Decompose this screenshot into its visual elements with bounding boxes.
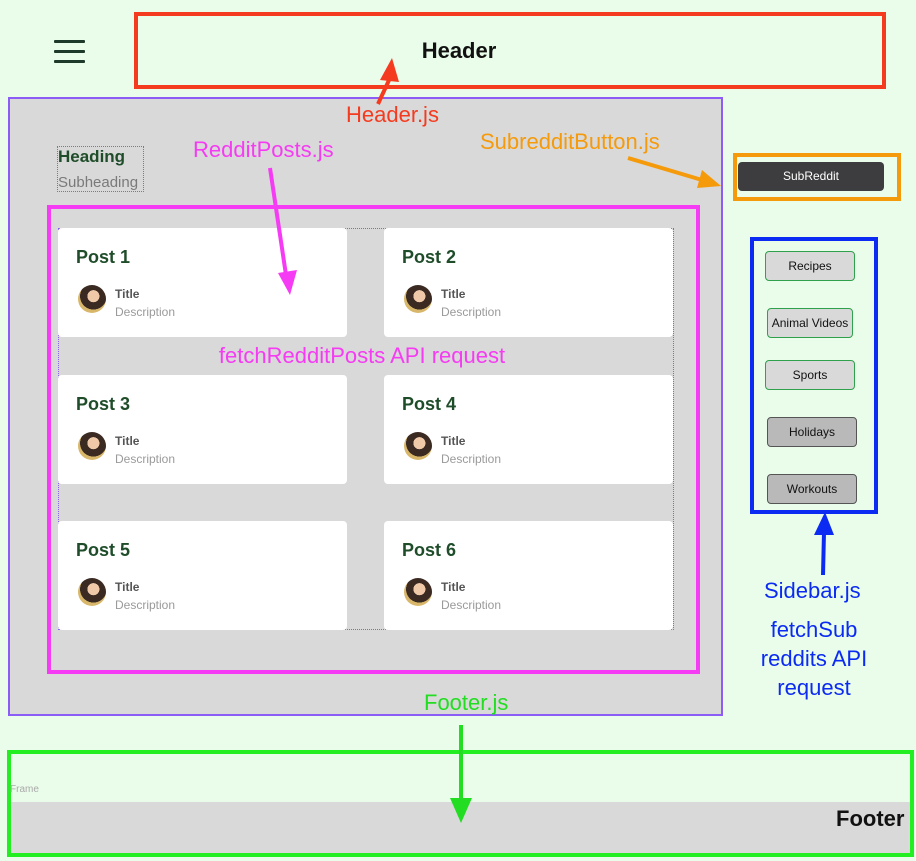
sidebar-item-sports[interactable]: Sports <box>765 360 855 390</box>
post-card[interactable]: Post 6 Title Description <box>384 521 673 630</box>
post-item-description: Description <box>441 598 502 612</box>
user-avatar-icon <box>78 285 106 313</box>
user-avatar-icon <box>78 578 106 606</box>
post-item-title: Title <box>115 580 140 594</box>
post-item-title: Title <box>115 287 140 301</box>
frame-label: Frame <box>10 784 39 795</box>
post-title: Post 2 <box>402 247 457 267</box>
post-card[interactable]: Post 1 Title Description <box>58 228 347 337</box>
user-avatar-icon <box>404 432 432 460</box>
heading-selection-box <box>57 146 144 192</box>
post-item-description: Description <box>115 452 176 466</box>
sidebar-arrow <box>814 512 834 576</box>
subreddit-button-arrow <box>627 156 721 188</box>
sidebar-item-animal-videos[interactable]: Animal Videos <box>767 308 853 338</box>
post-title: Post 4 <box>402 394 457 414</box>
sidebar-item-recipes[interactable]: Recipes <box>765 251 855 281</box>
subreddit-button-annotation-box <box>733 153 901 201</box>
fetch-reddit-posts-note: fetchRedditPosts API request <box>218 343 506 368</box>
post-card[interactable]: Post 3 Title Description <box>58 375 347 484</box>
subreddit-button-component-note: SubredditButton.js <box>480 129 660 154</box>
reddit-posts-component-note: RedditPosts.js <box>193 137 334 162</box>
sidebar-annotation-box <box>750 237 878 514</box>
user-avatar-icon <box>404 285 432 313</box>
header-label: Header <box>421 38 497 63</box>
post-item-title: Title <box>441 287 466 301</box>
post-item-description: Description <box>441 452 502 466</box>
user-avatar-icon <box>404 578 432 606</box>
post-card[interactable]: Post 5 Title Description <box>58 521 347 630</box>
fetch-subreddits-note: fetchSub reddits API request <box>760 617 868 700</box>
page-subheading: Subheading <box>58 174 139 191</box>
post-title: Post 3 <box>76 394 131 414</box>
header-annotation-box <box>134 12 886 89</box>
post-item-title: Title <box>441 580 466 594</box>
post-item-title: Title <box>441 434 466 448</box>
sidebar-item-holidays[interactable]: Holidays <box>767 417 857 447</box>
post-card[interactable]: Post 2 Title Description <box>384 228 673 337</box>
post-item-description: Description <box>115 305 176 319</box>
header-component-note: Header.js <box>346 102 439 127</box>
sidebar-component-note: Sidebar.js <box>764 578 861 603</box>
user-avatar-icon <box>78 432 106 460</box>
footer-arrow <box>450 725 472 823</box>
reddit-posts-arrow <box>268 167 297 295</box>
header-arrow <box>376 58 399 105</box>
reddit-posts-annotation-box <box>47 205 700 674</box>
subreddit-button[interactable]: SubReddit <box>738 162 884 191</box>
hamburger-menu-icon[interactable] <box>54 40 86 64</box>
post-title: Post 1 <box>76 247 131 267</box>
page-heading: Heading <box>58 147 126 166</box>
post-title: Post 6 <box>402 540 457 560</box>
post-card[interactable]: Post 4 Title Description <box>384 375 673 484</box>
footer-component-note: Footer.js <box>424 690 509 715</box>
post-title: Post 5 <box>76 540 131 560</box>
post-item-title: Title <box>115 434 140 448</box>
post-item-description: Description <box>441 305 502 319</box>
footer-label: Footer <box>836 806 905 831</box>
sidebar-item-workouts[interactable]: Workouts <box>767 474 857 504</box>
post-item-description: Description <box>115 598 176 612</box>
